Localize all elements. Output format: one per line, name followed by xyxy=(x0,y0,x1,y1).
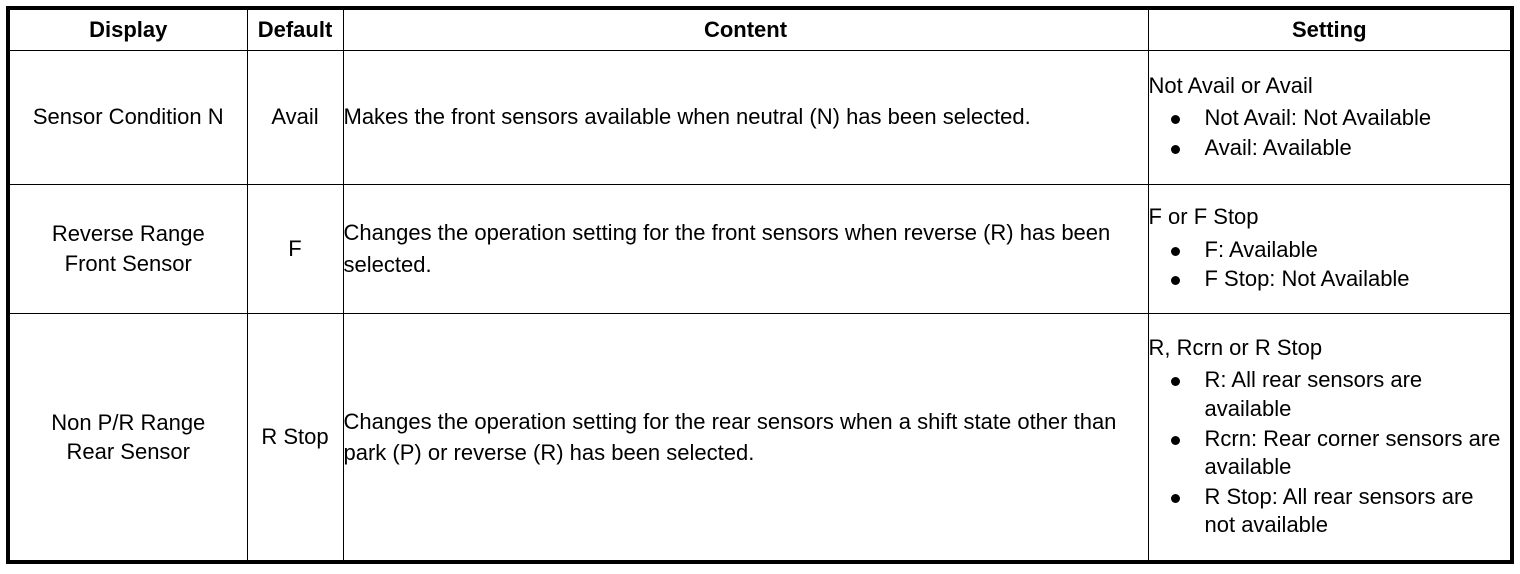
cell-default: R Stop xyxy=(246,312,344,563)
list-item-label: Rcrn: Rear corner sensors are available xyxy=(1204,425,1501,480)
column-header-display: Display xyxy=(7,7,248,51)
cell-display: Sensor Condition N xyxy=(7,49,248,185)
list-item-label: R: All rear sensors are available xyxy=(1204,367,1423,421)
setting-heading: R, Rcrn or R Stop xyxy=(1148,334,1323,360)
column-header-content: Content xyxy=(342,7,1149,51)
list-item: R Stop: All rear sensors are not availab… xyxy=(1149,483,1511,540)
bullet-icon xyxy=(1170,115,1180,125)
cell-content: Makes the front sensors available when n… xyxy=(342,49,1149,185)
settings-table-container: Display Default Content Setting Sensor C… xyxy=(0,6,1520,574)
table-row: Reverse Range Front Sensor F Changes the… xyxy=(7,183,1513,314)
list-item: Rcrn: Rear corner sensors are available xyxy=(1149,425,1511,482)
setting-heading: F or F Stop xyxy=(1148,204,1259,230)
cell-setting: F or F Stop F: Available F Stop: Not Ava… xyxy=(1147,183,1513,314)
cell-setting: R, Rcrn or R Stop R: All rear sensors ar… xyxy=(1147,312,1513,563)
sensor-settings-table: Display Default Content Setting Sensor C… xyxy=(6,6,1514,564)
list-item-label: Not Avail: Not Available xyxy=(1204,105,1432,131)
cell-content: Changes the operation setting for the re… xyxy=(342,312,1149,563)
list-item-label: Avail: Available xyxy=(1204,134,1352,160)
table-header: Display Default Content Setting xyxy=(7,7,1513,51)
setting-option-list: Not Avail: Not Available Avail: Availabl… xyxy=(1149,104,1511,162)
column-header-default: Default xyxy=(246,7,344,51)
list-item: F Stop: Not Available xyxy=(1149,265,1511,294)
list-item: F: Available xyxy=(1149,236,1511,265)
setting-option-list: F: Available F Stop: Not Available xyxy=(1149,236,1511,294)
list-item: R: All rear sensors are available xyxy=(1149,366,1511,423)
bullet-icon xyxy=(1170,493,1180,503)
table-body: Sensor Condition N Avail Makes the front… xyxy=(7,49,1513,563)
list-item-label: F Stop: Not Available xyxy=(1204,266,1410,292)
cell-setting: Not Avail or Avail Not Avail: Not Availa… xyxy=(1147,49,1513,185)
cell-content: Changes the operation setting for the fr… xyxy=(342,183,1149,314)
setting-option-list: R: All rear sensors are available Rcrn: … xyxy=(1149,366,1511,540)
table-header-row: Display Default Content Setting xyxy=(7,7,1513,51)
cell-display: Non P/R Range Rear Sensor xyxy=(7,312,248,563)
table-row: Sensor Condition N Avail Makes the front… xyxy=(7,49,1513,185)
cell-default: Avail xyxy=(246,49,344,185)
bullet-icon xyxy=(1170,144,1180,154)
bullet-icon xyxy=(1170,435,1180,445)
list-item-label: R Stop: All rear sensors are not availab… xyxy=(1204,483,1474,538)
cell-display: Reverse Range Front Sensor xyxy=(7,183,248,314)
bullet-icon xyxy=(1170,246,1180,256)
list-item-label: F: Available xyxy=(1204,236,1318,262)
column-header-setting: Setting xyxy=(1147,7,1513,51)
list-item: Not Avail: Not Available xyxy=(1149,104,1511,133)
table-row: Non P/R Range Rear Sensor R Stop Changes… xyxy=(7,312,1513,563)
cell-default: F xyxy=(246,183,344,314)
bullet-icon xyxy=(1170,276,1180,286)
list-item: Avail: Available xyxy=(1149,134,1511,163)
setting-heading: Not Avail or Avail xyxy=(1148,72,1313,98)
bullet-icon xyxy=(1170,377,1180,387)
